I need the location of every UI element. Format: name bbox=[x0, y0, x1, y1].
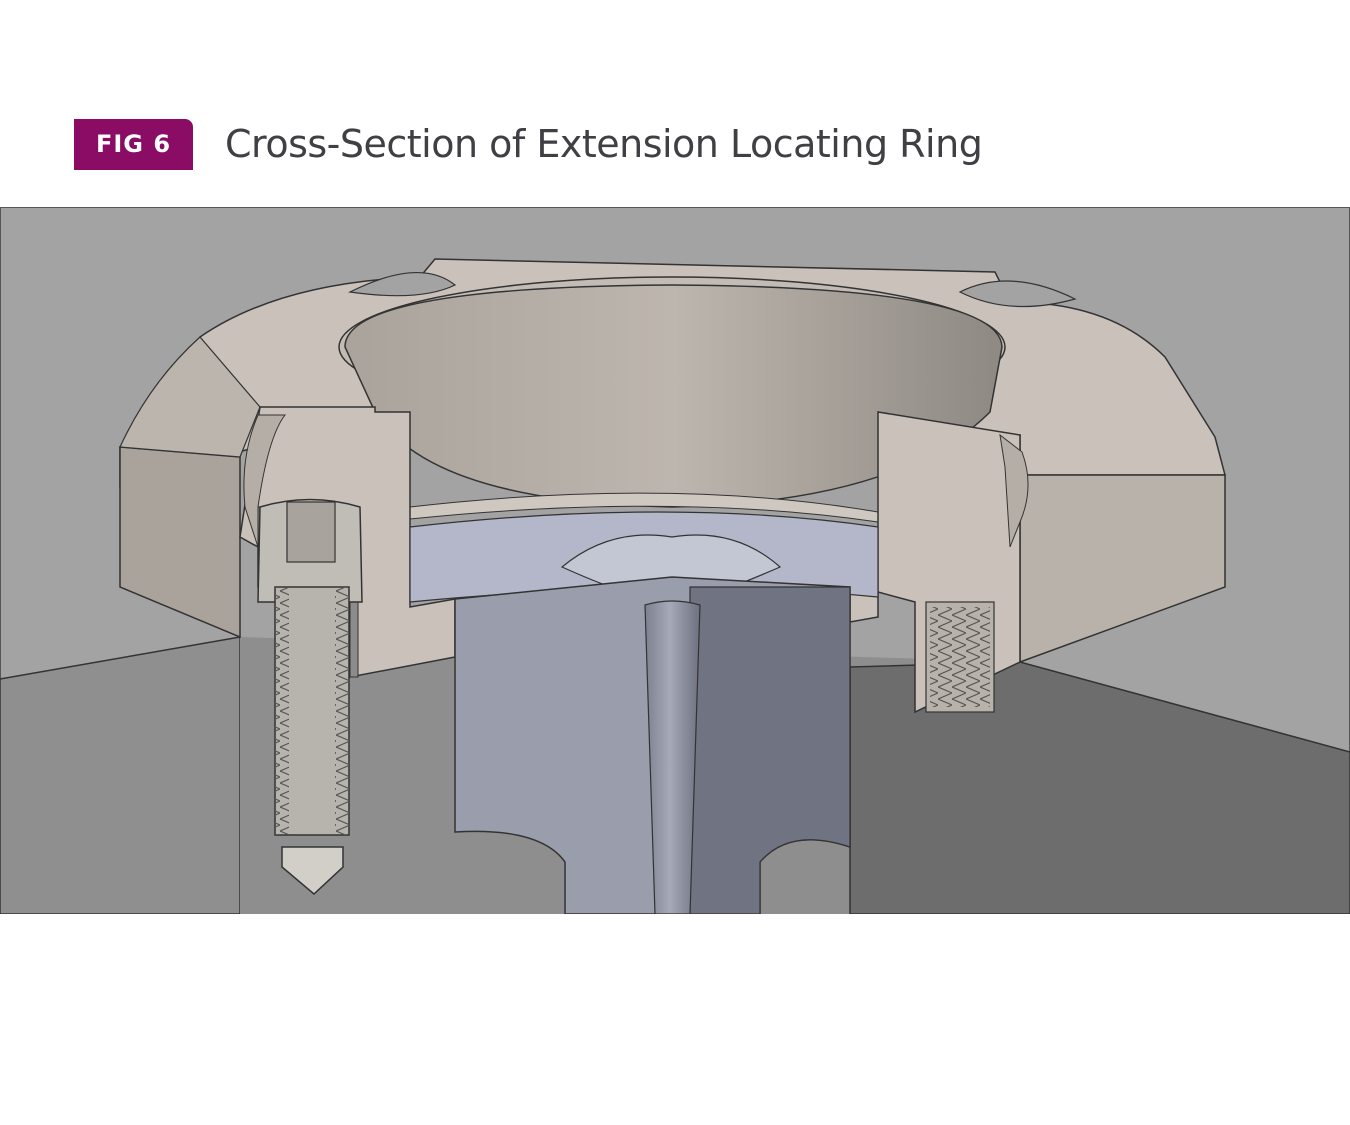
figure-title: Cross-Section of Extension Locating Ring bbox=[225, 122, 983, 166]
locating-ring-illustration bbox=[0, 207, 1350, 914]
nozzle-body-dark bbox=[689, 586, 851, 914]
locating-ring-cross-section-icon bbox=[0, 207, 1350, 914]
floor-left bbox=[0, 636, 241, 914]
bolt-tip bbox=[281, 846, 344, 896]
sprue-channel bbox=[644, 600, 701, 914]
ring-notch-right bbox=[958, 280, 1077, 308]
figure-header: FIG 6 Cross-Section of Extension Locatin… bbox=[74, 118, 983, 170]
figure-label-badge: FIG 6 bbox=[74, 118, 193, 170]
ring-notch-left bbox=[348, 271, 457, 297]
bore-wall bbox=[344, 284, 1003, 508]
hex-socket bbox=[286, 501, 336, 563]
